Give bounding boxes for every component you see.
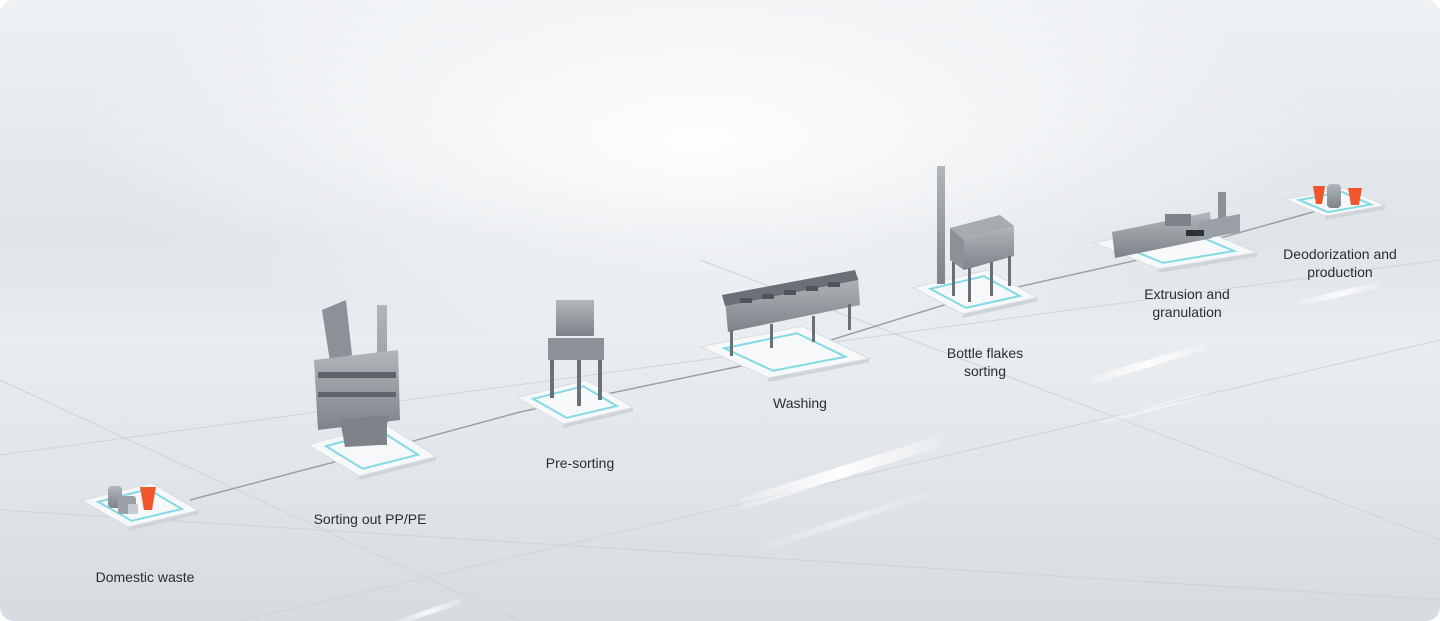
platform-domestic-waste (80, 482, 200, 528)
platform-edge (563, 407, 633, 428)
tank-icon (1327, 184, 1341, 208)
stage-label-line: Bottle flakes (946, 345, 1024, 361)
stage-label-line: Pre-sorting (545, 455, 615, 471)
platform-glow-outline (95, 488, 185, 522)
label-sorting-pp-pe: Sorting out PP/PE (305, 510, 435, 528)
orange-bucket-icon (1313, 186, 1325, 204)
platform-washing (699, 325, 871, 379)
platform-edge (962, 297, 1037, 318)
stage-label-line: Extrusion and (1144, 286, 1230, 302)
machine-washing (722, 270, 860, 356)
label-deodorization-production: Deodorization and production (1270, 245, 1410, 281)
label-pre-sorting: Pre-sorting (530, 454, 630, 472)
label-extrusion-granulation: Extrusion and granulation (1127, 285, 1247, 321)
platform-edge (359, 456, 436, 480)
platform-glow-outline (530, 385, 620, 419)
orange-bucket-icon (140, 487, 156, 510)
orange-bucket-icon (1348, 188, 1362, 205)
stage-label-line: Sorting out PP/PE (313, 511, 427, 527)
floor-reflections (395, 282, 1379, 621)
machine-deodorization-production (1313, 184, 1362, 208)
stage-label-line: Washing (773, 395, 827, 411)
machine-pre-sorting (548, 300, 604, 406)
platform-bottle-flakes-sorting (911, 269, 1039, 315)
platform-edge (128, 510, 198, 531)
platform-edge (1158, 252, 1257, 273)
platform-edge (768, 358, 869, 382)
machine-sorting-pp-pe (314, 300, 400, 447)
machine-domestic-waste (108, 486, 156, 514)
stage-label-line: Domestic waste (95, 569, 195, 585)
stage-label-line: production (1307, 264, 1373, 280)
platform-glow-outline (927, 275, 1023, 309)
stage-label-line: sorting (963, 363, 1007, 379)
label-domestic-waste: Domestic waste (85, 568, 205, 586)
stage-label-line: granulation (1152, 304, 1222, 320)
platform-pre-sorting (515, 379, 635, 425)
machine-extrusion-granulation (1112, 192, 1240, 258)
label-bottle-flakes-sorting: Bottle flakes sorting (925, 344, 1045, 380)
label-washing: Washing (755, 394, 845, 412)
stage-label-line: Deodorization and (1283, 246, 1397, 262)
machine-bottle-flakes-sorting (937, 166, 1014, 302)
platform-edge (1325, 205, 1385, 220)
